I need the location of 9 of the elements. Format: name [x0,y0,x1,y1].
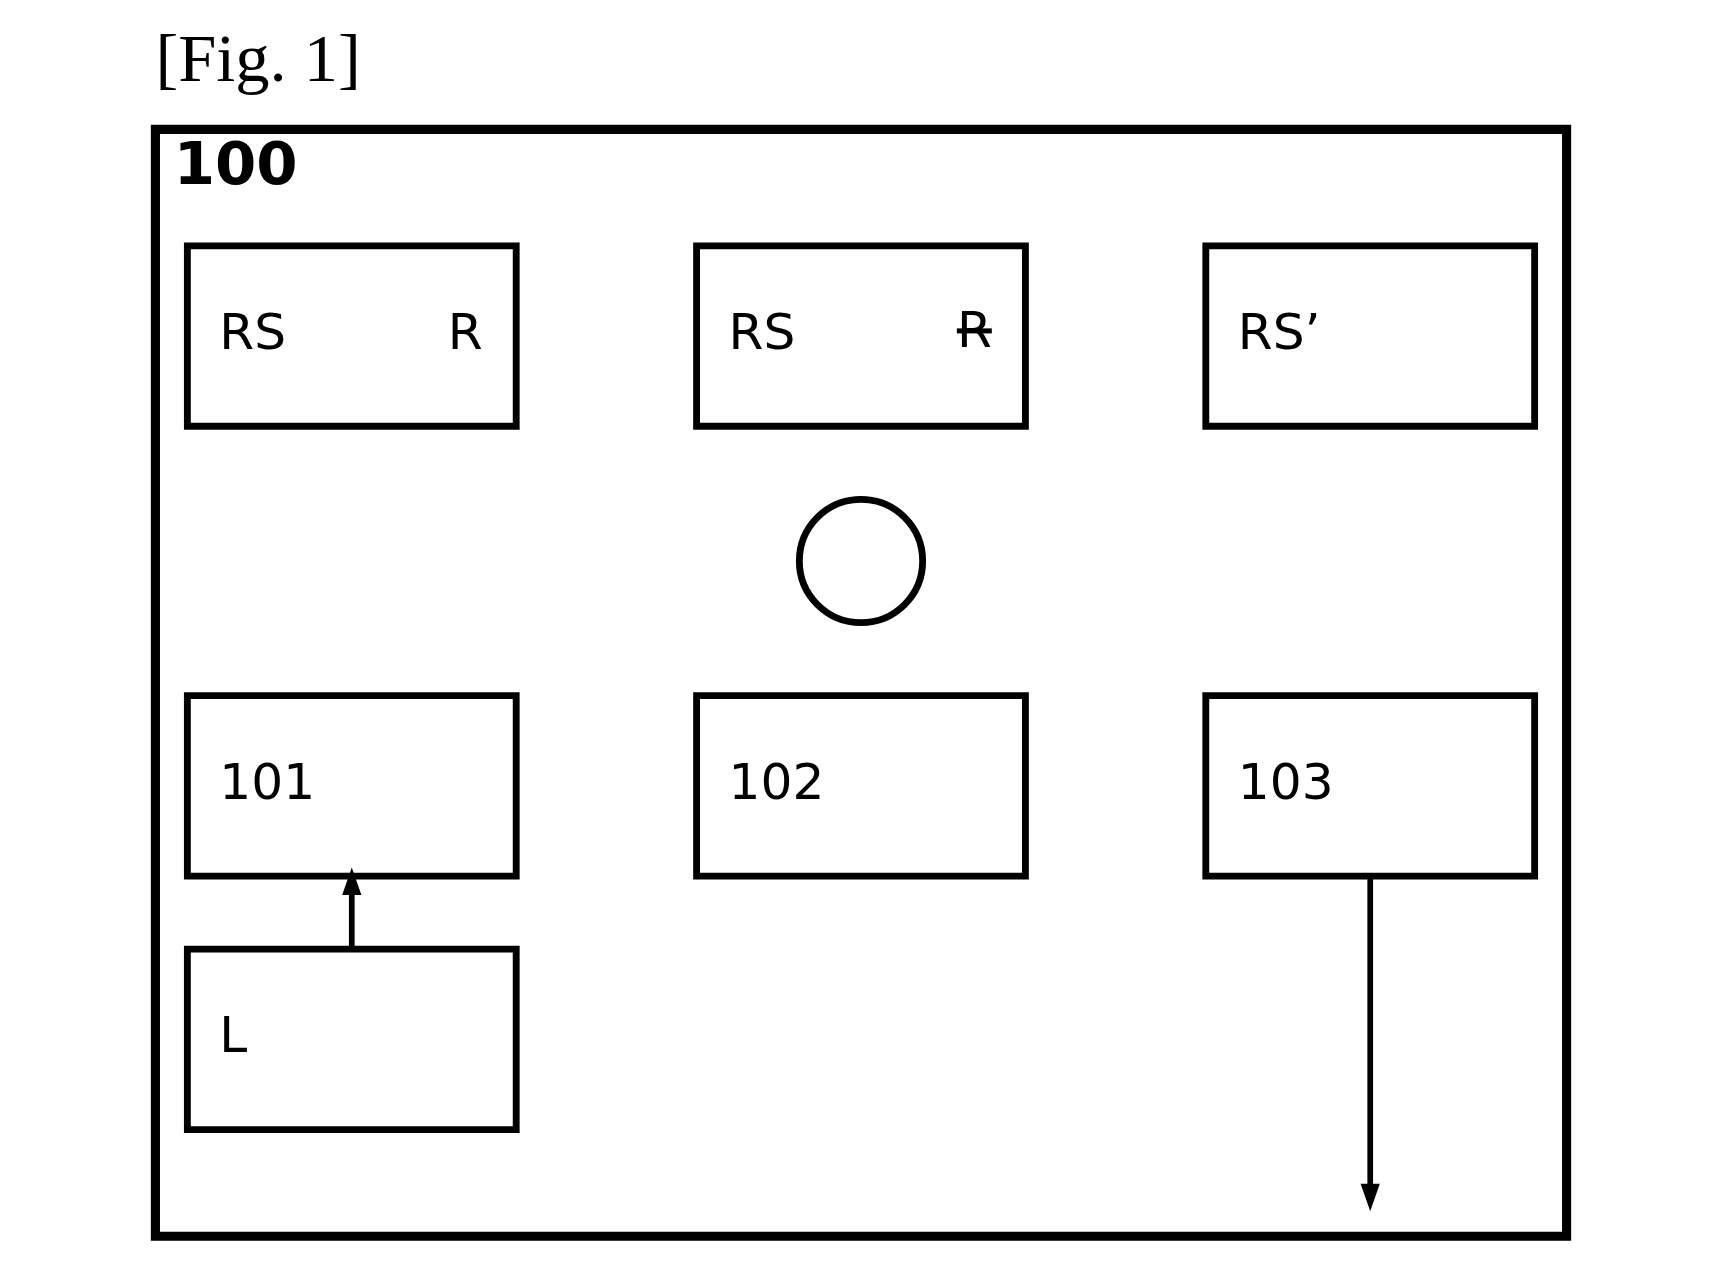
node-box: 101 [183,692,520,880]
node-box: 102 [692,692,1029,880]
node-box: RS’ [1201,242,1538,430]
node-box: RS R [692,242,1029,430]
node-circle [795,495,926,627]
node-box: 103 [1201,692,1538,880]
diagram-title: [Fig. 1] [154,20,361,97]
node-box: RS R [183,242,520,430]
node-box: L [183,945,520,1133]
